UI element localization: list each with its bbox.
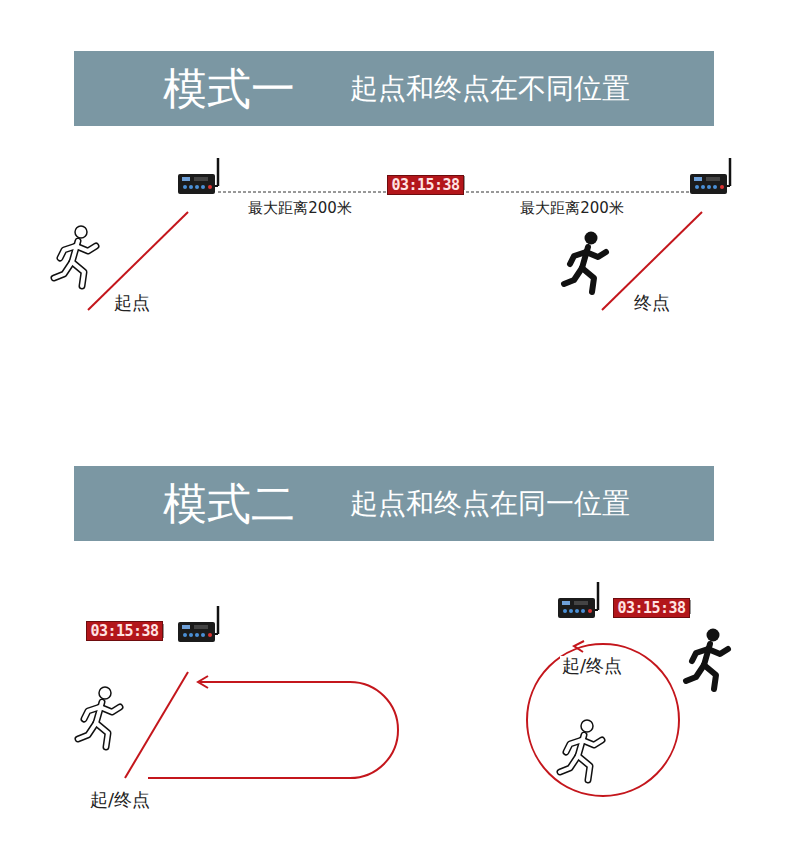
led-time: 03:15:38	[90, 624, 158, 639]
track-arrowhead	[574, 641, 584, 652]
led-time: 03:15:38	[391, 178, 459, 193]
led-time: 03:15:38	[617, 601, 685, 616]
runner-filled	[686, 629, 728, 690]
distance-label: 最大距离200米	[518, 200, 626, 217]
track-arrowhead	[198, 676, 208, 688]
timer-device	[178, 158, 218, 194]
timer-device	[690, 158, 730, 194]
runner-outline	[78, 687, 120, 747]
mode-banner: 模式一 起点和终点在不同位置	[74, 51, 714, 126]
led-display: 03:15:38	[86, 621, 163, 641]
led-display: 03:15:38	[613, 598, 690, 618]
distance-line	[218, 192, 390, 193]
distance-line	[461, 192, 690, 193]
runner-filled	[564, 232, 606, 293]
runner-outline	[54, 226, 96, 286]
mode-title: 模式二	[163, 482, 295, 526]
position-label: 终点	[632, 293, 672, 314]
timer-device	[178, 606, 218, 642]
mode-description: 起点和终点在不同位置	[350, 75, 630, 103]
track-circle	[527, 644, 679, 796]
led-display: 03:15:38	[387, 175, 464, 195]
runner-outline	[560, 720, 602, 780]
timer-device	[558, 582, 598, 618]
position-label: 起/终点	[560, 656, 624, 677]
start-finish-line	[125, 672, 188, 778]
mode-title: 模式一	[163, 67, 295, 111]
mode-description: 起点和终点在同一位置	[350, 490, 630, 518]
position-label: 起/终点	[88, 790, 152, 811]
distance-label: 最大距离200米	[246, 200, 354, 217]
position-label: 起点	[112, 293, 152, 314]
track-loop	[148, 682, 398, 778]
mode-banner: 模式二 起点和终点在同一位置	[74, 466, 714, 541]
